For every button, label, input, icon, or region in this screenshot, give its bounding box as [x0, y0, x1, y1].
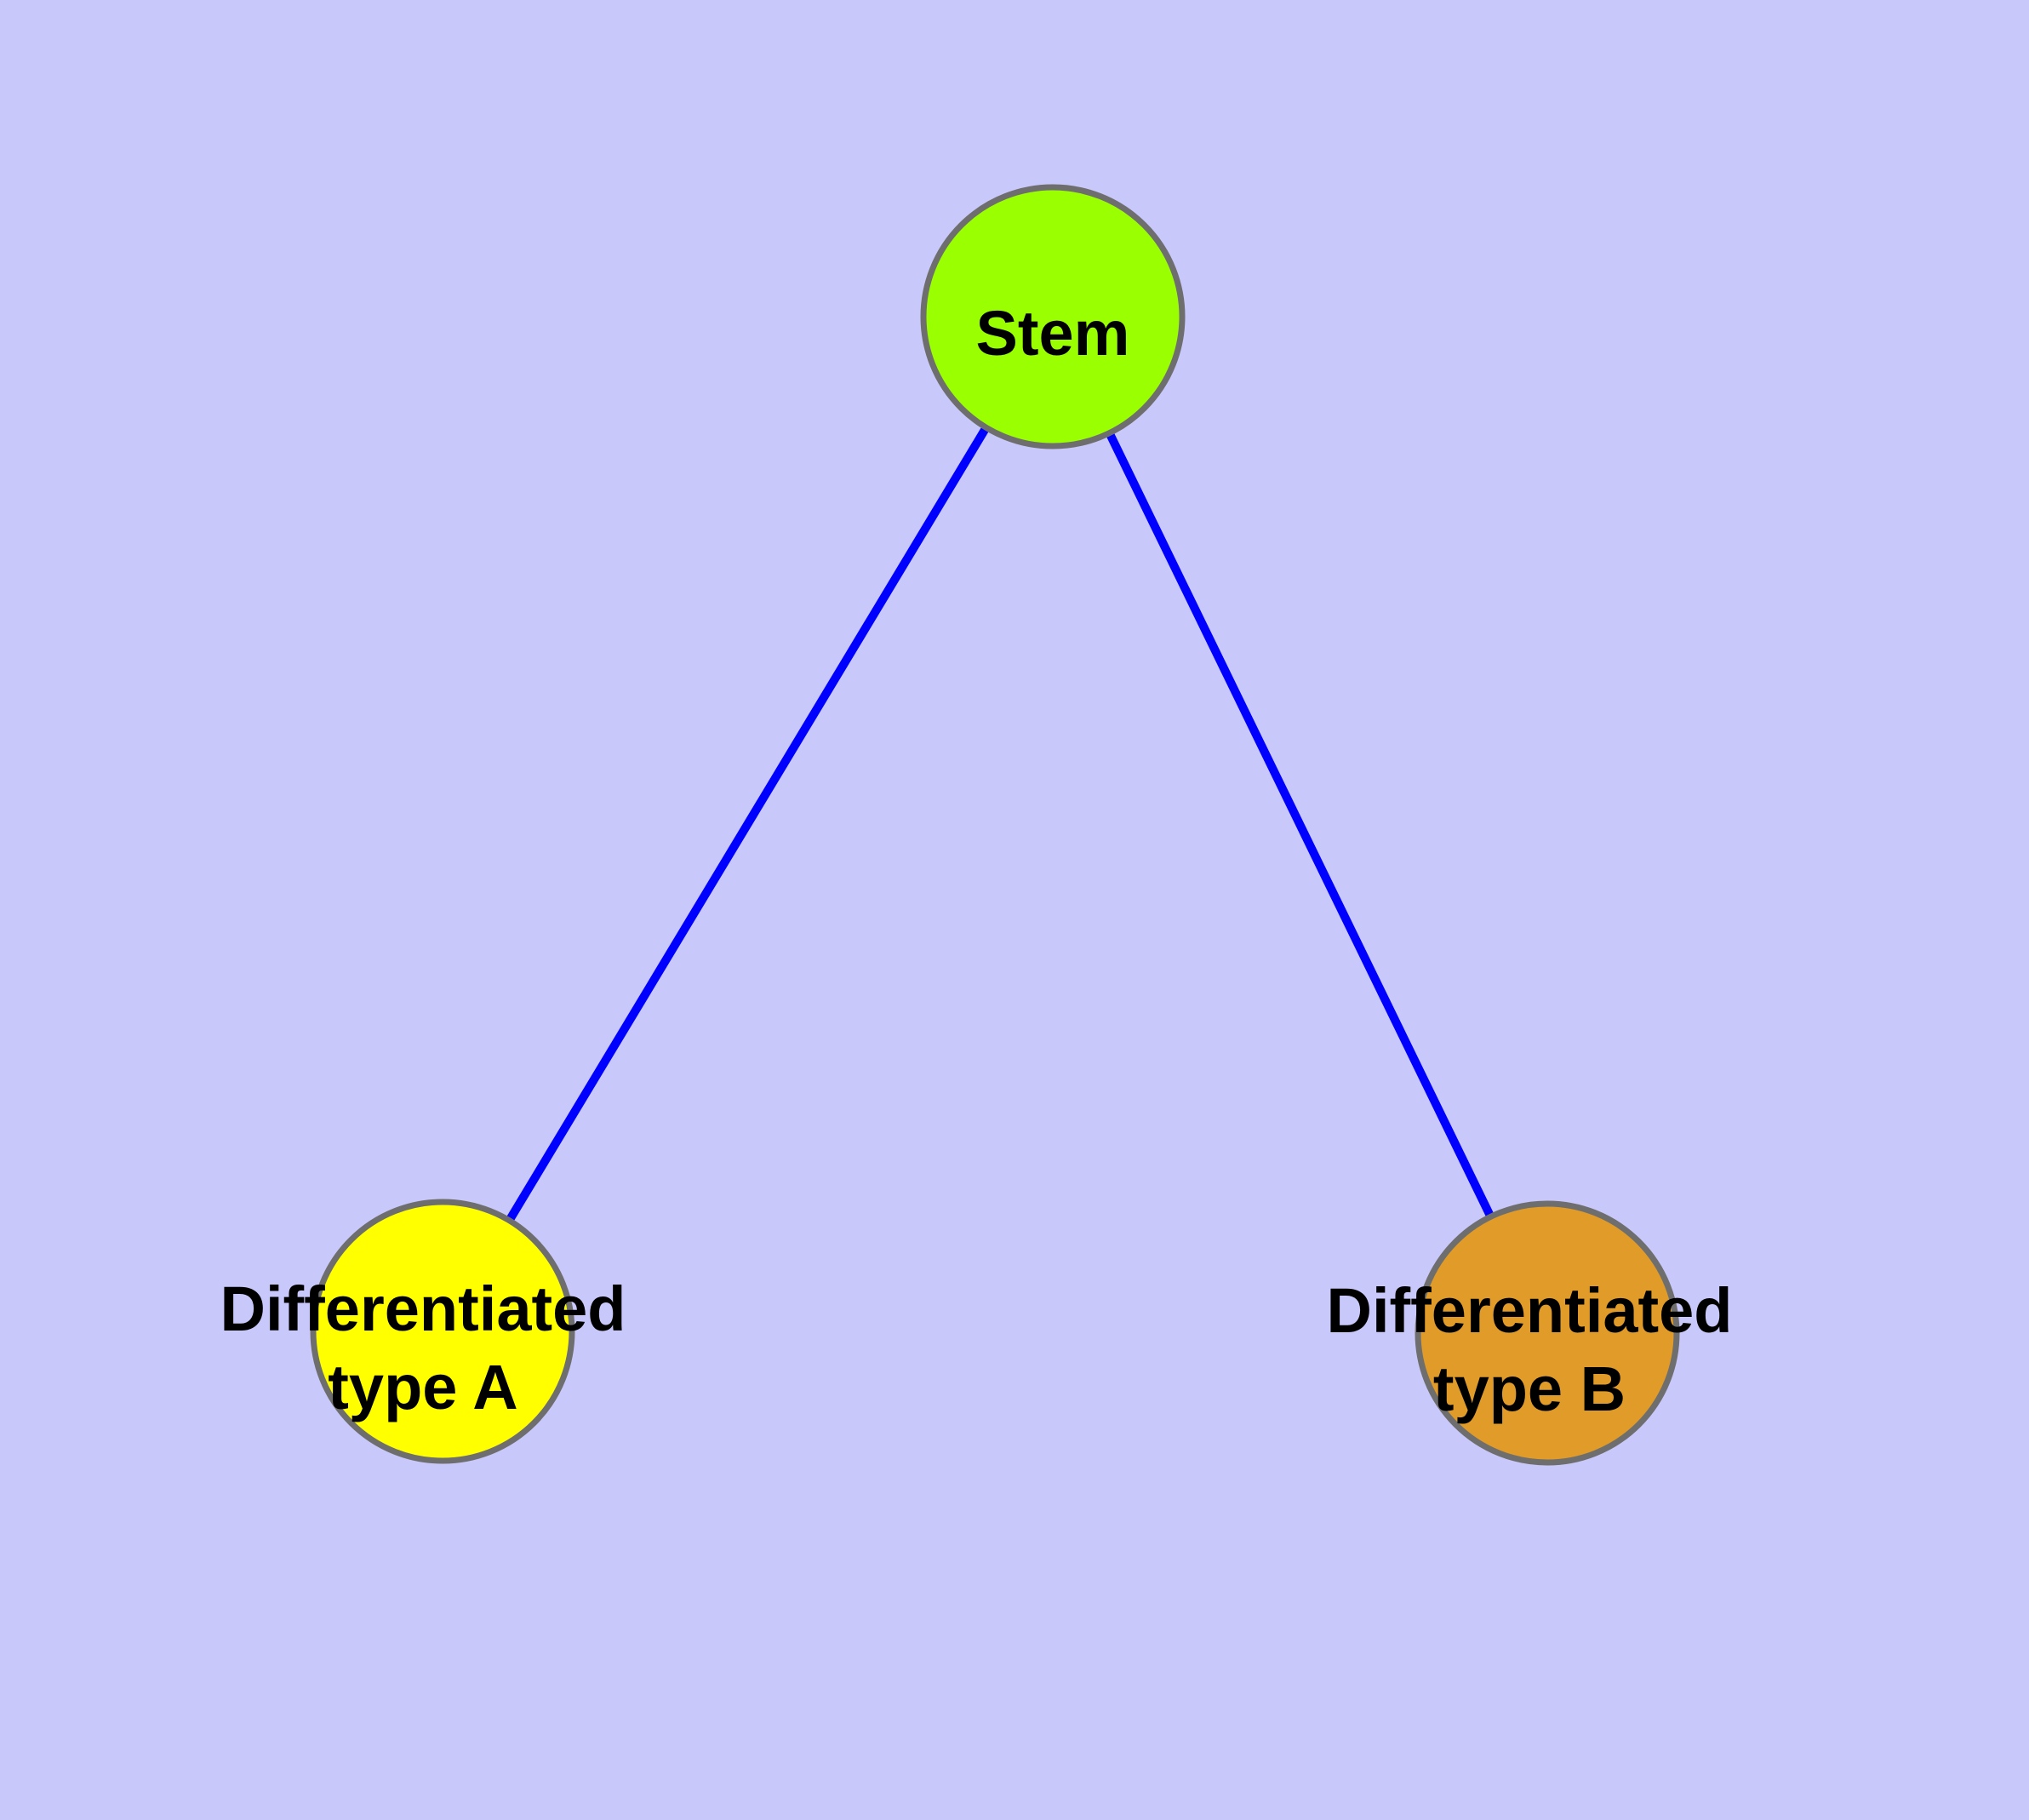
nodes-layer: [310, 184, 1680, 1466]
node-label-stem: Stem: [976, 298, 1130, 369]
edge-stem-to-differentiated-type-a: [438, 314, 1057, 1334]
node-differentiated-type-b[interactable]: [1415, 1200, 1680, 1466]
node-differentiated-type-a[interactable]: [310, 1199, 575, 1464]
edge-stem-to-differentiated-type-b: [1049, 314, 1552, 1336]
edges-layer: [438, 314, 1552, 1336]
node-stem[interactable]: [920, 184, 1186, 449]
